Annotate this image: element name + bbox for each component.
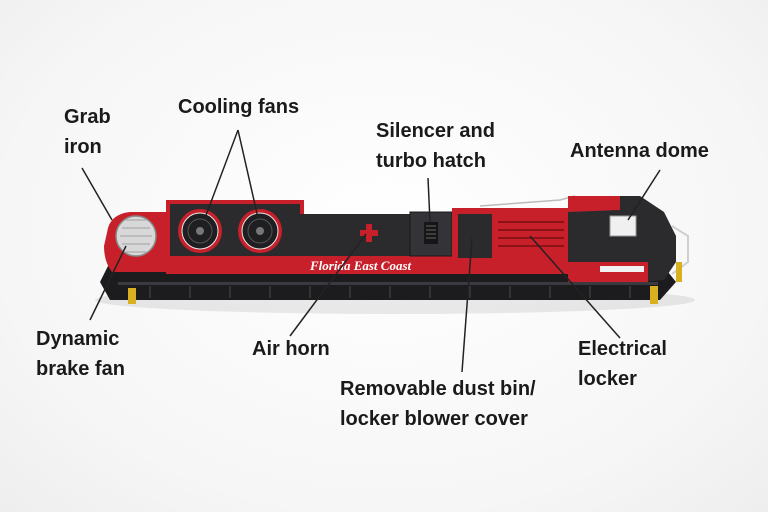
step-left-rear [650,286,658,304]
callout-dynamic-brake-line1: Dynamic [36,328,120,350]
callout-grab-iron-line2: iron [64,136,102,158]
cab-roof-red [568,196,620,212]
callout-dust-bin-line2: locker blower cover [340,408,528,430]
leader-dust-bin [461,237,473,373]
cooling-fan-1 [178,209,222,253]
callout-cooling-fans-line1: Cooling fans [178,96,300,118]
leader-dynamic-brake [89,245,127,321]
leader-electrical-locker [529,235,621,339]
leader-lines [81,129,661,373]
cooling-fan-2 [238,209,282,253]
callout-cooling-fans: Cooling fans [178,92,299,122]
callout-electrical-locker-line1: Electrical [578,338,667,360]
callout-dynamic-brake-fan: Dynamic brake fan [36,324,125,384]
callout-antenna-dome: Antenna dome [570,136,709,166]
walkway-edge [118,282,658,285]
turbo-grille-lines [426,225,436,239]
air-horn [360,224,378,242]
leader-antenna-dome [627,169,661,221]
leader-silencer [427,177,431,223]
callout-silencer-line2: turbo hatch [376,150,486,172]
cab-handrail [479,195,576,207]
callout-dust-bin-line1: Removable dust bin/ [340,378,536,400]
cab-white-stripe [600,266,644,272]
callout-grab-iron-line1: Grab [64,106,111,128]
callout-silencer-line1: Silencer and [376,120,495,142]
cab [568,196,676,282]
turbo-hatch-grille [424,222,438,244]
leader-air-horn [289,233,367,337]
leader-cooling-fan-1 [204,129,239,219]
livery-text: Florida East Coast [309,258,412,273]
callout-grab-iron: Grab iron [64,102,111,162]
brake-fan-grille [120,219,152,253]
callout-air-horn-line1: Air horn [252,338,330,360]
leader-grab-iron [81,167,113,221]
callout-antenna-dome-line1: Antenna dome [570,140,709,162]
walkway-grating [149,286,631,298]
callout-silencer: Silencer and turbo hatch [376,116,495,176]
step-left-front [128,288,136,304]
callout-dynamic-brake-line2: brake fan [36,358,125,380]
antenna-dome [609,215,637,237]
callout-electrical-locker: Electrical locker [578,334,667,394]
dust-bin-cover [458,214,492,258]
callout-electrical-locker-line2: locker [578,368,637,390]
leader-cooling-fan-2 [237,129,259,219]
nose-step [676,262,682,282]
callout-dust-bin: Removable dust bin/ locker blower cover [340,374,536,434]
callout-air-horn: Air horn [252,334,330,364]
